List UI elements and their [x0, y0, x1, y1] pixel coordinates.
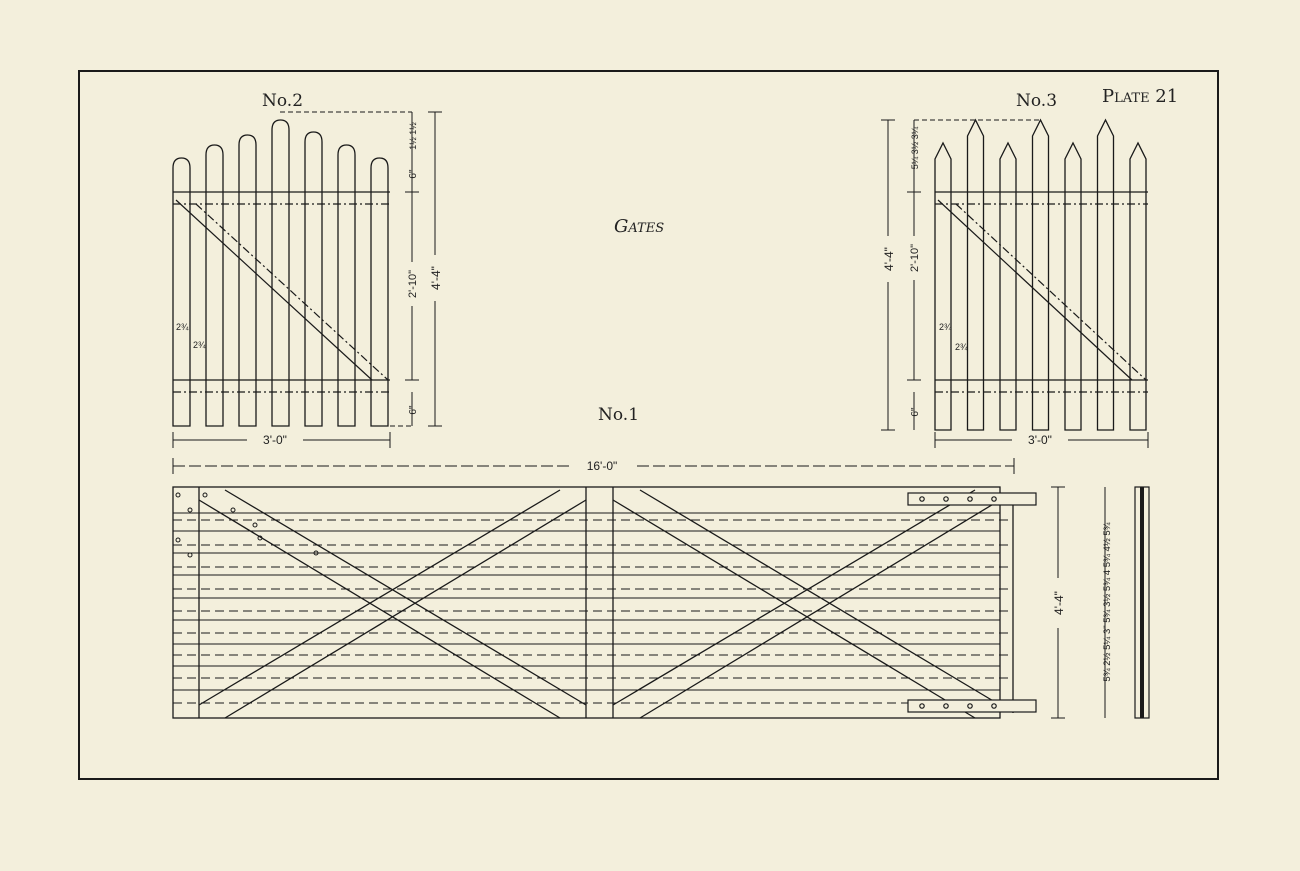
- gate-no2: No.2 3'-0" 4'-: [172, 91, 444, 449]
- gate-no2-height-dim: 4'-4": [429, 266, 443, 290]
- gate-no1-body: [172, 486, 1014, 719]
- gate-no2-bottom-rail-dim: 6": [408, 405, 419, 415]
- picket: [1031, 118, 1050, 431]
- gate-no3-pickets: [934, 118, 1147, 431]
- plate-border: [78, 70, 1219, 780]
- gate-no3-picket-dim: 2¾: [939, 322, 952, 332]
- gate-no2-rail-span-dim: 2'-10": [407, 270, 419, 298]
- picket: [271, 119, 290, 427]
- gate-no1-board-spacing: 5¾ 2½ 5¼ 3" 5¾ 3½ 5¾ 4 5¾ 4½ 5¾: [1102, 521, 1113, 681]
- gate-no1-bolts: [175, 492, 319, 558]
- picket: [370, 157, 389, 427]
- gate-no1-section: [1134, 486, 1150, 719]
- plate-title: Gates: [614, 216, 664, 237]
- gate-no1-label: No.1: [598, 405, 639, 425]
- gate-no2-pickets: [172, 119, 389, 427]
- picket: [934, 141, 952, 431]
- gate-no3-bottom-rail-dim: 6": [910, 407, 921, 417]
- gate-no2-label: No.2: [262, 91, 303, 111]
- picket: [304, 131, 323, 427]
- gate-no3-height-dim: 4'-4": [882, 247, 896, 271]
- gate-no1-height-dim: 4'-4": [1052, 591, 1066, 615]
- picket: [1129, 141, 1147, 431]
- gate-no1-hinges: [907, 492, 1037, 713]
- plate-label: Plate 21: [1102, 86, 1178, 107]
- gate-no2-picket-dim: 2¾: [176, 322, 189, 332]
- gate-no2-dimension-lines: [172, 111, 442, 448]
- picket: [1096, 118, 1115, 431]
- gate-no1-boards: [173, 512, 1013, 704]
- gate-no3-dimension-lines: [881, 119, 1149, 448]
- picket: [966, 118, 985, 431]
- gate-no1: No.1 16'-0": [172, 405, 1150, 719]
- gate-no1-braces: [198, 489, 1001, 719]
- gate-no3-label: No.3: [1016, 91, 1057, 111]
- gate-no2-step-dim: 1½ 1½: [408, 122, 418, 150]
- gate-no3-rail-span-dim: 2'-10": [909, 244, 921, 272]
- picket: [172, 157, 191, 427]
- gate-no3-rails: [935, 191, 1148, 393]
- picket: [238, 134, 257, 427]
- picket: [337, 144, 356, 427]
- gate-no2-gap-dim: 2¾: [193, 340, 206, 350]
- gate-no2-width-dim: 3'-0": [263, 433, 287, 447]
- gate-no3-step-dim: 5¼ 3½ 3¼: [910, 126, 920, 169]
- gate-no1-length-dim: 16'-0": [587, 459, 618, 473]
- gate-no2-top-rail-dim: 6": [408, 169, 419, 179]
- gate-no3: No.3 3'-0" 4'-4" 2'-10: [879, 91, 1149, 449]
- picket: [999, 141, 1017, 431]
- gate-no2-rails: [173, 191, 390, 393]
- gate-no3-width-dim: 3'-0": [1028, 433, 1052, 447]
- picket: [205, 144, 224, 427]
- gate-no3-gap-dim: 2¾: [955, 342, 968, 352]
- picket: [1064, 141, 1082, 431]
